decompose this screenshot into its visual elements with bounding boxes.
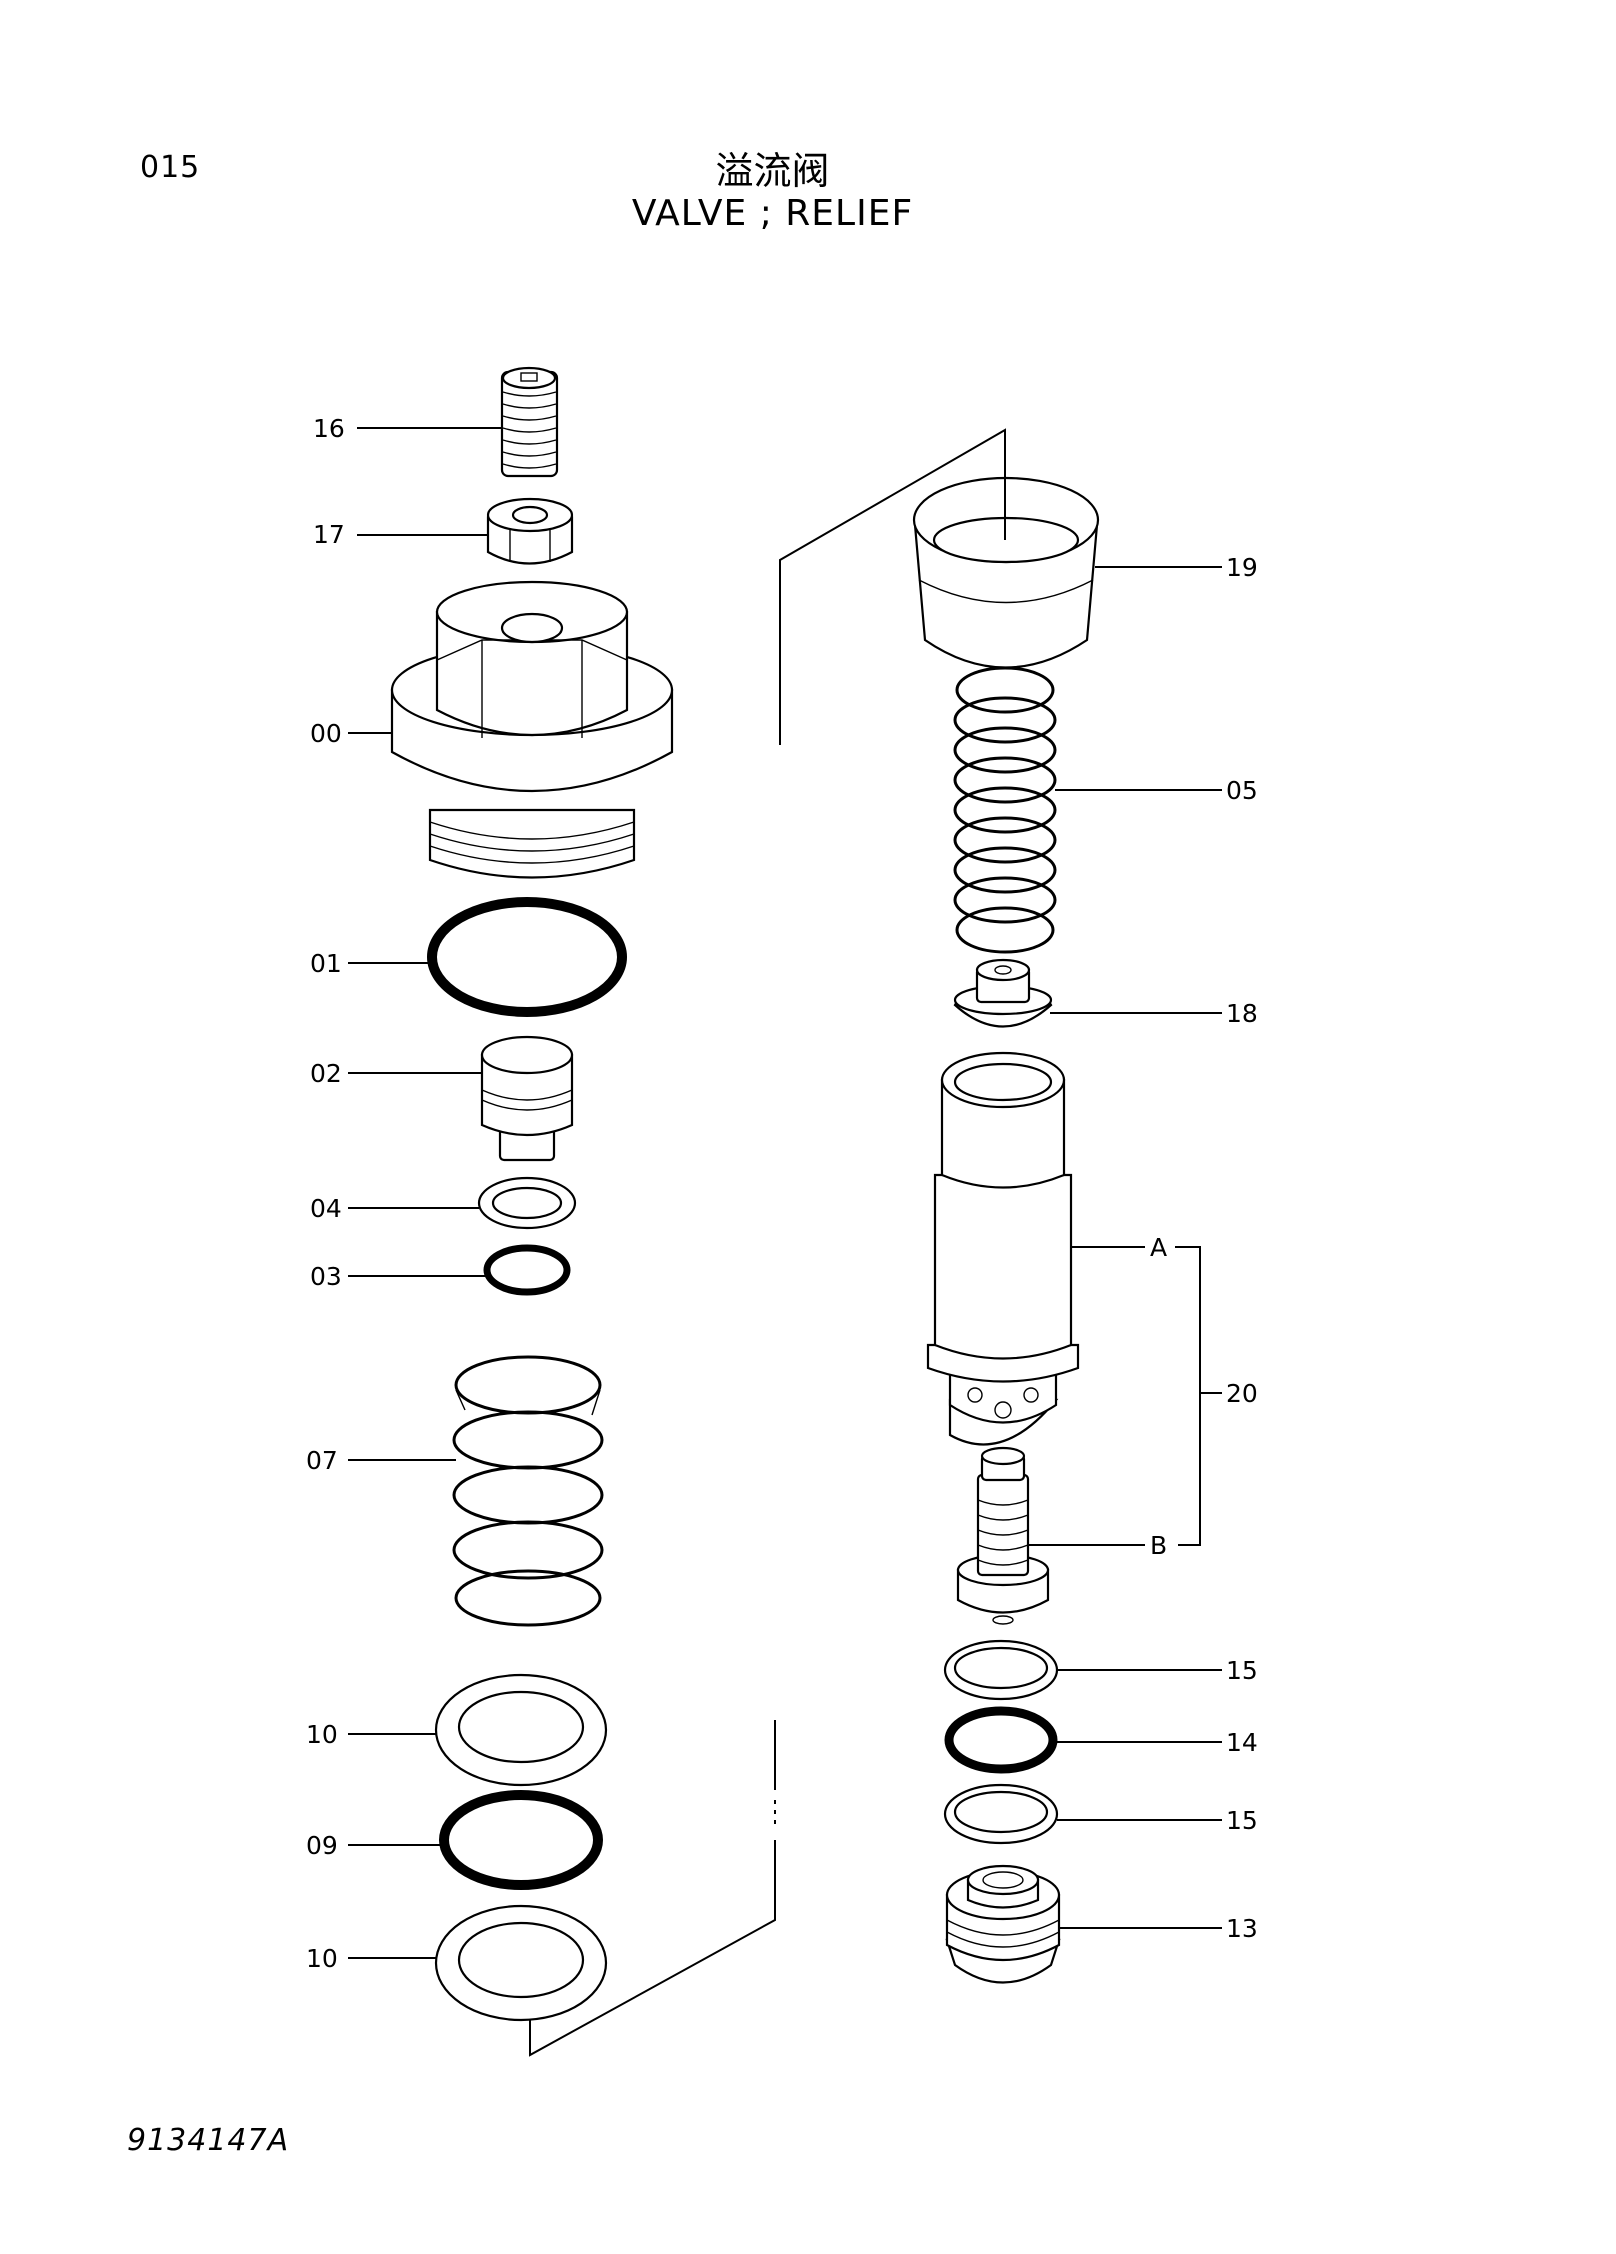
part-20-cartridge-sleeve	[926, 1051, 1080, 1446]
part-09-o-ring	[439, 1790, 603, 1890]
callout-00: 00	[310, 719, 342, 748]
title-chinese: 溢流阀	[715, 149, 830, 193]
part-05-spring	[953, 666, 1057, 954]
part-13-seat	[945, 1864, 1061, 1984]
callout-05: 05	[1226, 776, 1258, 805]
callout-14: 14	[1226, 1728, 1258, 1757]
part-18-spring-seat	[953, 958, 1053, 1028]
part-00-plug-body	[390, 580, 674, 879]
part-16-set-screw	[500, 366, 559, 478]
callout-09: 09	[306, 1831, 338, 1860]
callout-20: 20	[1226, 1379, 1258, 1408]
callout-labels: 16 17 00 01 02 04 03 07 10 09 10 19 05 1…	[306, 414, 1258, 1973]
document-code: 9134147A	[127, 2123, 290, 2158]
callout-15-upper: 15	[1226, 1656, 1258, 1685]
page-number: 015	[140, 150, 201, 185]
title-english: VALVE ; RELIEF	[631, 193, 914, 234]
callout-17: 17	[313, 520, 345, 549]
callout-04: 04	[310, 1194, 342, 1223]
assembly-centerlines	[529, 428, 1006, 2057]
part-19-cap	[912, 476, 1100, 669]
part-10-washer-upper	[434, 1673, 608, 1787]
callout-16: 16	[313, 414, 345, 443]
part-10-washer-lower	[434, 1904, 608, 2022]
callout-01: 01	[310, 949, 342, 978]
callout-03: 03	[310, 1262, 342, 1291]
callout-15-lower: 15	[1226, 1806, 1258, 1835]
part-04-backup-ring	[477, 1176, 577, 1230]
callout-18: 18	[1226, 999, 1258, 1028]
callout-13: 13	[1226, 1914, 1258, 1943]
callout-B: B	[1150, 1531, 1167, 1560]
part-14-o-ring	[944, 1706, 1058, 1774]
part-15-backup-ring-lower	[943, 1783, 1059, 1845]
callout-07: 07	[306, 1446, 338, 1475]
callout-A: A	[1150, 1233, 1167, 1262]
callout-10-upper: 10	[306, 1720, 338, 1749]
callout-02: 02	[310, 1059, 342, 1088]
leader-lines	[348, 427, 1222, 1959]
part-02-poppet	[480, 1035, 574, 1162]
part-07-spring	[452, 1355, 604, 1627]
part-17-nut	[486, 497, 574, 565]
part-03-o-ring	[483, 1244, 571, 1296]
callout-19: 19	[1226, 553, 1258, 582]
part-20-cartridge-plunger	[956, 1446, 1050, 1625]
callout-10-lower: 10	[306, 1944, 338, 1973]
part-15-backup-ring-upper	[943, 1639, 1059, 1701]
part-01-o-ring	[427, 897, 627, 1017]
